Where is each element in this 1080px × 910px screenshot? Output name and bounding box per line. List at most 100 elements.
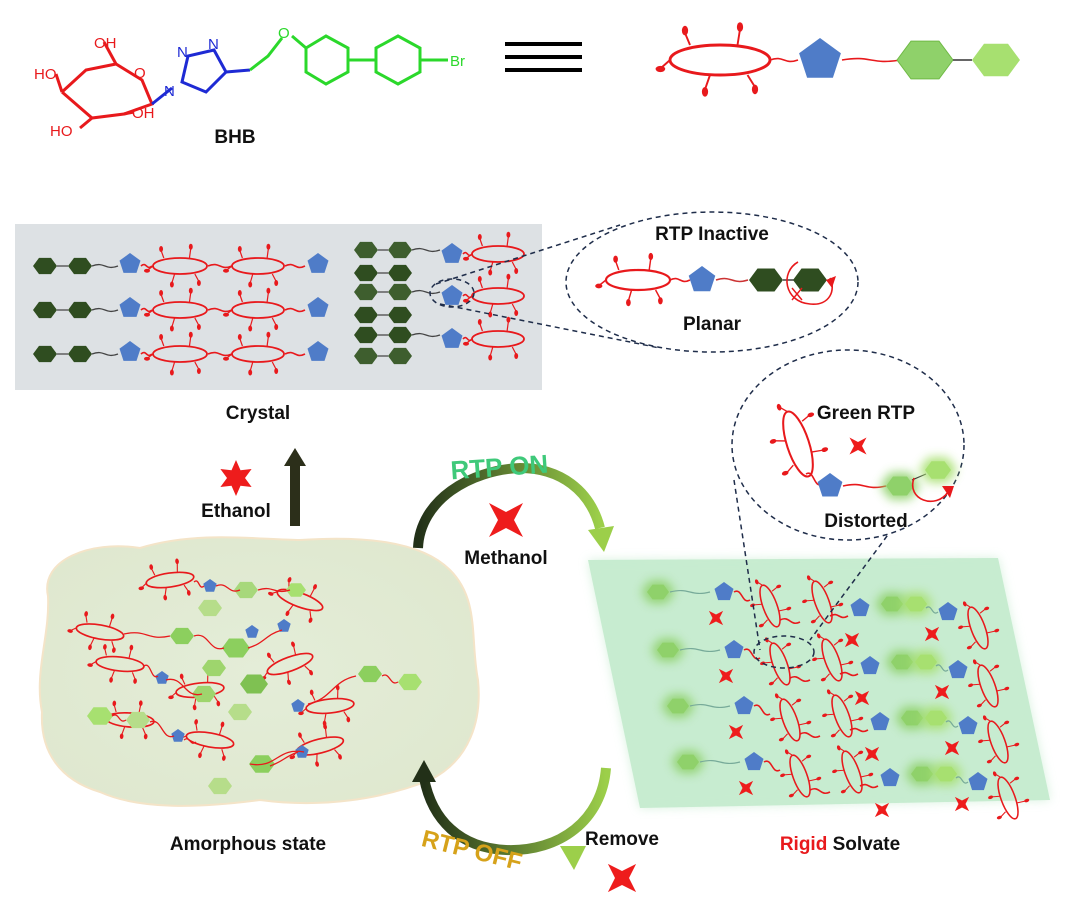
linker [165,678,203,696]
linker [207,351,233,357]
phenyl-ring [68,301,92,319]
sugar-ellipse [841,750,863,794]
methanol-star-icon [718,668,734,684]
phenyl-ring [886,476,914,496]
sugar-stalk [323,713,327,723]
rtp-on-arrow [413,462,614,552]
sugar-stalk [767,639,773,644]
linker [123,632,171,638]
phenyl-ring [198,599,222,617]
phenyl-ring [667,698,689,714]
rtp-off-arrow [412,760,611,870]
bhb-cartoon [655,22,1020,97]
sugar-bulb [315,761,319,767]
sugar-glyph [223,287,285,332]
triazole-pentagon [734,696,754,715]
linker [945,720,959,728]
sugar-bulb [188,331,193,338]
triazole-pentagon [860,656,880,675]
callout-inactive-subtitle: Planar [683,314,742,335]
linker [859,783,879,789]
sugar-stalk [839,747,845,752]
sugar-bulb [196,280,201,286]
sugar-stalk [812,449,824,453]
sugar-stalk [188,336,192,347]
phenyl-ring [749,268,783,292]
rtp-on-label: RTP ON [450,449,550,486]
sugar-bulb [488,311,493,318]
sugar-bulb [648,252,654,261]
sugar-stalk [757,581,763,586]
sugar-glyph [832,745,874,794]
triazole-pentagon [744,752,764,771]
atom-oh-right: OH [132,105,155,122]
sugar-stalk [987,630,996,634]
sugar-bulb [119,733,124,740]
sugar-stalk [226,353,233,359]
sugar-stalk [779,608,788,612]
sugar-stalk [841,662,850,666]
phenyl-ring [657,642,679,658]
sugar-stalk [271,591,278,594]
linker [111,714,127,722]
phenyl-ring [208,777,232,795]
phenyl-ring [240,674,268,694]
triazole-pentagon [441,328,463,348]
rotation-arrowhead [826,276,836,288]
phenyl-ring [354,326,378,344]
sugar-glyph [177,719,235,761]
crystal-label: Crystal [226,403,290,424]
sugar-stalk [309,587,316,597]
phenyl-ring [388,283,412,301]
sugar-bulb [807,412,815,418]
sugar-bulb [220,721,225,728]
sugar-bulb [780,773,786,778]
linker [91,307,119,313]
sugar-stalk [199,745,205,755]
sugar-bulb [966,645,972,650]
sugar-stalk [263,671,268,678]
sugar-glyph [87,644,145,684]
sugar-bulb [266,243,271,250]
methanol-star-icon [934,684,950,700]
sugar-stalk [851,718,860,722]
linker [769,57,799,63]
sugar-bulb [848,694,854,699]
phenyl-ring [354,264,378,282]
sugar-stalk [249,273,254,284]
sugar-bulb [169,281,174,288]
ethanol-star-icon [220,460,252,496]
sugar-stalk [627,289,633,302]
sugar-stalk [995,773,1001,778]
sugar-bulb [996,815,1002,820]
phenyl-ring [68,257,92,275]
remove-star-icon [607,863,637,893]
sugar-bulb [169,325,174,332]
sugar-bulb [198,752,202,759]
sugar-bulb [309,689,314,696]
sugar-bulb [266,287,271,294]
sugar-stalk [218,725,223,735]
sugar-bulb [84,611,88,617]
zoom-lines-green [733,477,931,669]
phenyl-ring [388,306,412,324]
sugar-stalk [171,317,176,328]
sugar-bulb [1024,798,1030,803]
methanol-star-icon [944,740,960,756]
sugar-bulb [163,594,168,601]
sugar-bulb [820,677,826,682]
sugar-bulb [786,642,792,647]
sugar-bulb [103,644,107,650]
sugar-bulb [1004,720,1010,725]
sugar-stalk [90,661,97,665]
sugar-bulb [237,246,242,252]
bhb-structure: OH HO HO OH O N N N O Br BHB [34,25,465,148]
triazole-pentagon [171,729,185,742]
sugar-stalk [171,273,176,284]
linker [143,664,159,678]
linker [715,277,749,283]
sugar-stalk [736,29,741,46]
linker [669,277,691,283]
sugar-stalk [287,672,290,681]
triazole-pentagon [938,602,958,621]
